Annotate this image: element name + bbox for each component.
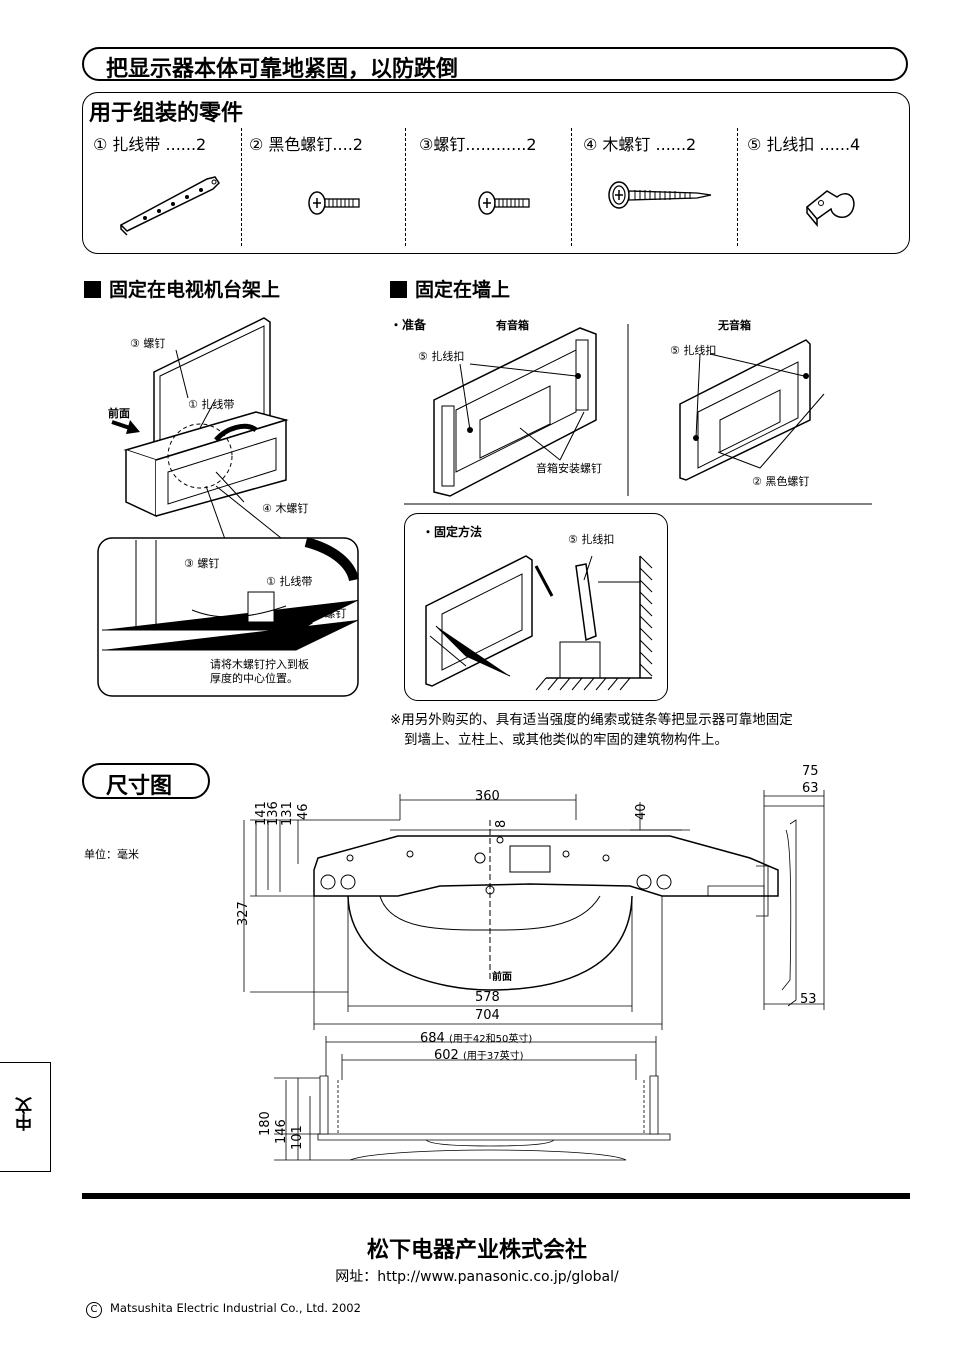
- part-label: ③螺钉............2: [419, 135, 537, 154]
- label-detail-wood: ④ 木螺钉: [300, 607, 347, 620]
- method-box: [404, 513, 668, 701]
- label-wood-screw: ④ 木螺钉: [262, 502, 309, 515]
- part-label: ④ 木螺钉 ......2: [583, 135, 697, 154]
- footer-rule: [82, 1193, 910, 1199]
- dim-578: 578: [475, 990, 500, 1005]
- dim-75: 75: [802, 764, 819, 779]
- part-item-wood-screw: ④ 木螺钉 ......2: [583, 131, 743, 247]
- screw-icon: [478, 191, 530, 215]
- dim-8: 8: [494, 819, 509, 828]
- company-name: 松下电器产业株式会社: [366, 1238, 587, 1263]
- clamp-label-c: ⑤ 扎线扣: [568, 533, 615, 546]
- part-item-screw: ③螺钉............2: [419, 131, 569, 247]
- dim-684: 684 (用于42和50英寸): [420, 1031, 533, 1046]
- part-label: ① 扎线带 ......2: [93, 135, 207, 154]
- label-cable-tie: ① 扎线带: [188, 398, 235, 411]
- label-front: 前面: [108, 407, 130, 420]
- label-screw: ③ 螺钉: [130, 337, 166, 350]
- clamp-label-a: ⑤ 扎线扣: [418, 350, 465, 363]
- dim-146: 146: [274, 1119, 289, 1144]
- speaker-screw-label: 音箱安装螺钉: [536, 462, 602, 475]
- dim-136: 136: [266, 801, 281, 826]
- section-header: 把显示器本体可靠地紧固，以防跌倒: [82, 47, 908, 82]
- unit-label: 单位：毫米: [84, 848, 139, 861]
- copyright: C Matsushita Electric Industrial Co., Ltd…: [86, 1301, 361, 1318]
- black-screw-icon: [308, 191, 360, 215]
- square-bullet-icon: [84, 281, 101, 298]
- stand-illustration: [97, 317, 359, 697]
- dim-63: 63: [802, 781, 819, 796]
- part-label: ② 黑色螺钉....2: [249, 135, 363, 154]
- wall-prep-illustration: [404, 324, 872, 505]
- wall-section-title: 固定在墙上: [390, 275, 510, 302]
- detail-note-line2: 厚度的中心位置。: [210, 672, 298, 685]
- without-speaker-label: 无音箱: [718, 319, 751, 332]
- safety-note-line1: ※用另外购买的、具有适当强度的绳索或链条等把显示器可靠地固定: [390, 712, 793, 728]
- part-item-cable-tie: ① 扎线带 ......2: [93, 131, 243, 247]
- divider: [571, 128, 572, 246]
- copyright-text: Matsushita Electric Industrial Co., Ltd.…: [110, 1301, 361, 1315]
- label-detail-screw: ③ 螺钉: [184, 557, 220, 570]
- parts-box: 用于组装的零件 ① 扎线带 ......2 ② 黑色螺钉....2 ③螺钉...…: [82, 92, 910, 254]
- prep-label: ・准备: [390, 318, 427, 332]
- part-label: ⑤ 扎线扣 ......4: [747, 135, 861, 154]
- dim-101: 101: [290, 1125, 305, 1150]
- dim-704: 704: [475, 1008, 500, 1023]
- page-title: 把显示器本体可靠地紧固，以防跌倒: [106, 57, 459, 82]
- divider: [737, 128, 738, 246]
- dim-53: 53: [800, 992, 817, 1007]
- square-bullet-icon: [390, 281, 407, 298]
- dim-360: 360: [475, 789, 500, 804]
- cable-clamp-icon: [805, 190, 855, 228]
- black-screw-label: ② 黑色螺钉: [752, 475, 810, 488]
- parts-title: 用于组装的零件: [89, 101, 244, 126]
- copyright-icon: C: [86, 1302, 102, 1318]
- dim-40: 40: [634, 803, 649, 820]
- label-detail-tie: ① 扎线带: [266, 575, 313, 588]
- wood-screw-icon: [608, 181, 712, 209]
- dim-602: 602 (用于37英寸): [434, 1048, 524, 1063]
- dim-327: 327: [236, 901, 251, 926]
- safety-note: ※用另外购买的、具有适当强度的绳索或链条等把显示器可靠地固定 到墙上、立柱上、或…: [390, 710, 793, 750]
- language-tab-label: 中文: [16, 1097, 36, 1131]
- cable-tie-icon: [119, 176, 220, 236]
- divider: [405, 128, 406, 246]
- method-label: ・固定方法: [422, 525, 483, 539]
- dimensions-title-pill: 尺寸图: [82, 763, 210, 799]
- dimensions-title: 尺寸图: [106, 774, 173, 799]
- stand-section-title: 固定在电视机台架上: [84, 275, 280, 302]
- wall-method-illustration: [425, 555, 653, 691]
- language-tab: 中文: [0, 1062, 51, 1172]
- dim-46: 46: [296, 803, 311, 820]
- dim-131: 131: [280, 801, 295, 826]
- safety-note-line2: 到墙上、立柱上、或其他类似的牢固的建筑物构件上。: [404, 732, 728, 748]
- dimension-drawing: [243, 790, 825, 1161]
- part-item-cable-clamp: ⑤ 扎线扣 ......4: [747, 131, 907, 247]
- dim-180: 180: [258, 1111, 273, 1136]
- part-item-black-screw: ② 黑色螺钉....2: [249, 131, 409, 247]
- divider: [241, 128, 242, 246]
- front-label: 前面: [492, 972, 512, 983]
- website-link[interactable]: 网址：http://www.panasonic.co.jp/global/: [335, 1269, 619, 1285]
- detail-note-line1: 请将木螺钉拧入到板: [210, 658, 309, 671]
- clamp-label-b: ⑤ 扎线扣: [670, 344, 717, 357]
- with-speaker-label: 有音箱: [496, 319, 529, 332]
